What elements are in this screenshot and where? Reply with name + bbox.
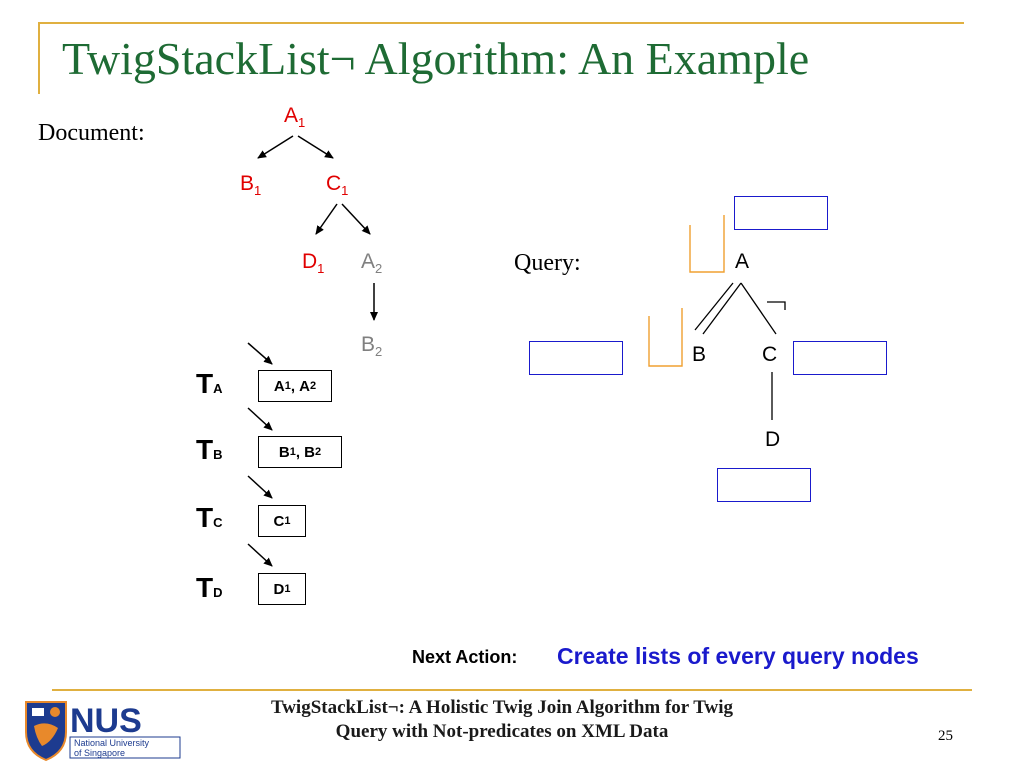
pointer-td	[247, 543, 273, 567]
stack-a	[689, 215, 725, 273]
footer-line-2: Query with Not-predicates on XML Data	[335, 721, 669, 742]
stream-label-tc: TC	[196, 502, 223, 533]
query-edge-a-b-1	[694, 282, 734, 331]
doc-node-a1: A1	[284, 104, 306, 131]
query-node-a: A	[735, 250, 750, 273]
logo-subtitle-2: of Singapore	[74, 748, 125, 758]
edge-c1-d1	[315, 203, 338, 235]
stream-label-ta: TA	[196, 368, 223, 399]
query-edge-a-b-2	[702, 282, 742, 335]
edge-a1-c1	[297, 135, 334, 159]
doc-node-d1: D1	[302, 250, 325, 277]
next-action-text: Create lists of every query nodes	[557, 643, 919, 669]
footer-citation: TwigStackList¬: A Holistic Twig Join Alg…	[212, 696, 792, 744]
footer-rule	[52, 689, 972, 691]
edge-c1-a2	[341, 203, 371, 235]
pointer-tc	[247, 475, 273, 499]
document-label: Document:	[38, 120, 145, 146]
query-list-d	[717, 468, 811, 502]
pointer-ta	[247, 342, 273, 365]
query-edge-a-c	[740, 282, 777, 335]
logo-subtitle-1: National University	[74, 738, 150, 748]
edge-a1-b1	[257, 135, 294, 159]
nus-logo: NUS National University of Singapore	[25, 701, 181, 762]
query-list-b	[529, 341, 623, 375]
stream-label-tb: TB	[196, 434, 223, 465]
doc-node-b2: B2	[361, 333, 383, 360]
pointer-tb	[247, 407, 273, 431]
query-list-a	[734, 196, 828, 230]
query-node-d: D	[765, 428, 781, 451]
query-label: Query:	[514, 250, 581, 276]
title-top-rule	[38, 22, 964, 24]
query-node-b: B	[692, 343, 707, 366]
footer-line-1: TwigStackList¬: A Holistic Twig Join Alg…	[270, 697, 734, 718]
doc-node-b1: B1	[240, 172, 262, 199]
next-action-label: Next Action:	[412, 647, 518, 667]
query-node-c: C	[762, 343, 778, 366]
stack-b	[648, 308, 683, 367]
slide-title: TwigStackList¬ Algorithm: An Example	[62, 33, 810, 84]
logo-wordmark: NUS	[70, 702, 142, 740]
stream-label-td: TD	[196, 572, 223, 603]
negation-mark	[767, 301, 786, 310]
page-number: 25	[938, 728, 953, 744]
title-left-rule	[38, 22, 40, 94]
doc-node-a2: A2	[361, 250, 383, 277]
query-list-c	[793, 341, 887, 375]
doc-node-c1: C1	[326, 172, 349, 199]
